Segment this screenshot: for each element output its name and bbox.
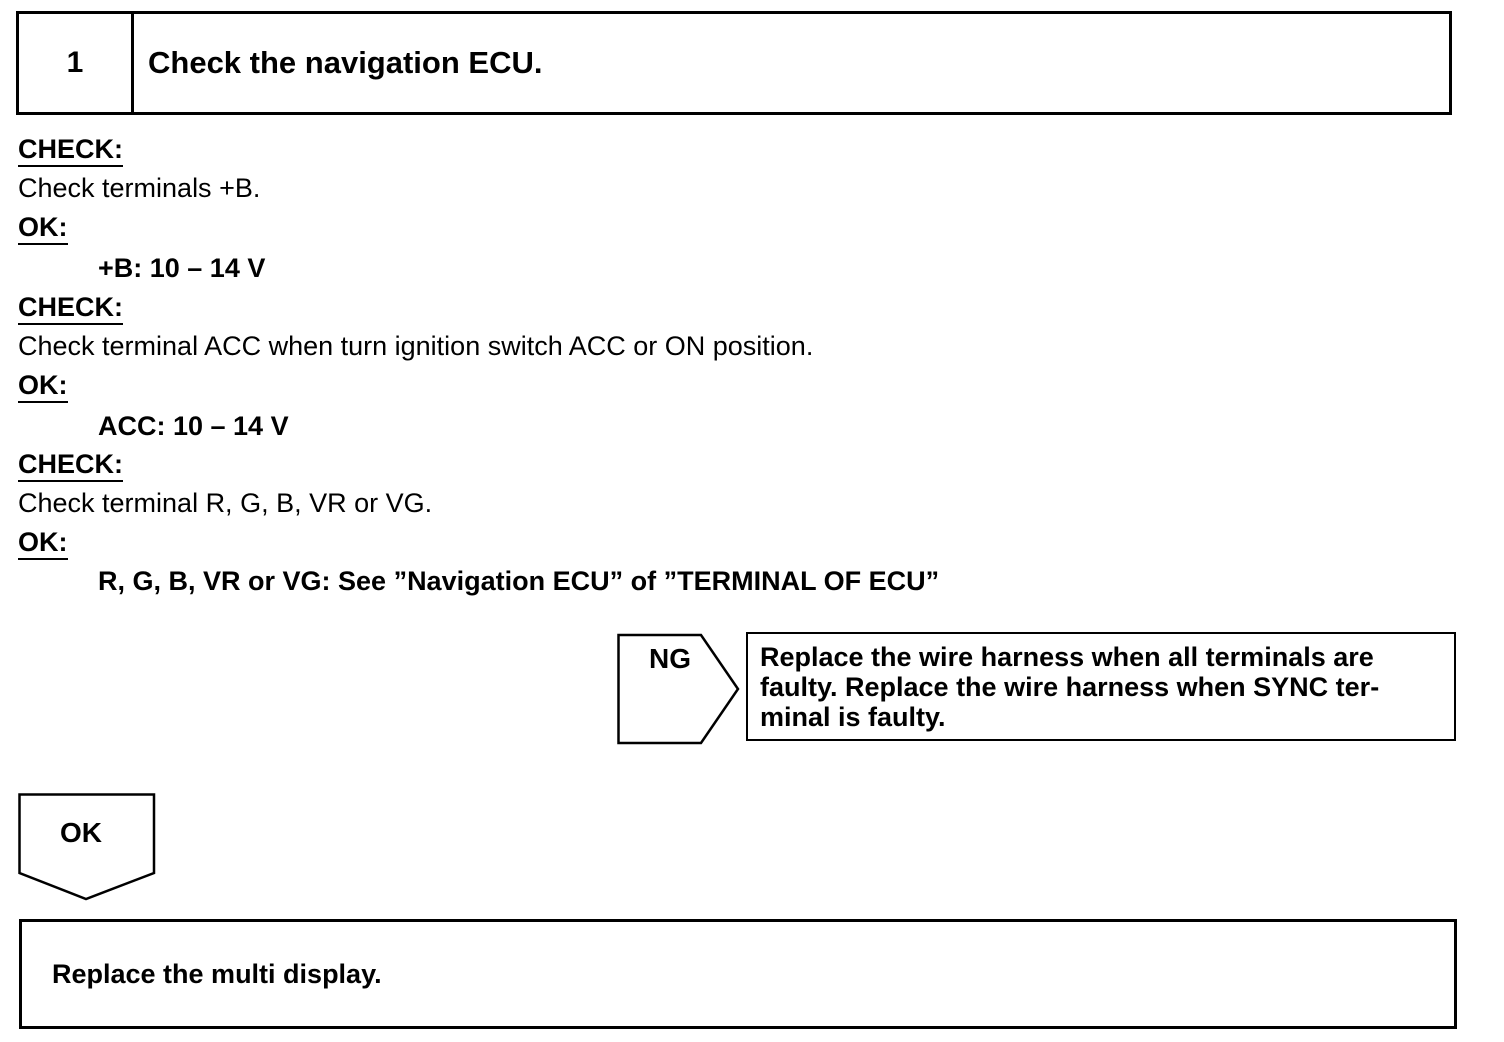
ng-result-box: Replace the wire harness when all termin… (746, 632, 1456, 741)
ng-arrow-box: NG (617, 633, 741, 745)
ng-result-line: Replace the wire harness when all termin… (760, 642, 1374, 672)
check-heading-3: CHECK: (18, 449, 123, 482)
check-heading-2: CHECK: (18, 292, 123, 325)
check-label: CHECK: (18, 449, 123, 482)
ok-arrow-box: OK (18, 793, 156, 903)
ok-label: OK: (18, 527, 68, 560)
ok-label: OK: (18, 212, 68, 245)
check-text-3: Check terminal R, G, B, VR or VG. (18, 488, 433, 518)
step-title: Check the navigation ECU. (148, 45, 543, 80)
ng-result-line: minal is faulty. (760, 702, 946, 732)
step-number: 1 (19, 14, 134, 112)
ok-result-text: Replace the multi display. (52, 958, 382, 989)
ok-branch-label: OK (60, 817, 102, 848)
ok-label: OK: (18, 370, 68, 403)
down-arrow-shape (18, 793, 156, 901)
ok-heading-3: OK: (18, 527, 68, 560)
check-label: CHECK: (18, 134, 123, 167)
spec-2: ACC: 10 – 14 V (98, 411, 289, 441)
right-arrow-shape (617, 633, 740, 745)
spec-3: R, G, B, VR or VG: See ”Navigation ECU” … (98, 566, 940, 596)
spec-1: +B: 10 – 14 V (98, 253, 266, 283)
check-text-2: Check terminal ACC when turn ignition sw… (18, 331, 814, 361)
check-heading-1: CHECK: (18, 134, 123, 167)
check-text-1: Check terminals +B. (18, 173, 261, 203)
ok-heading-2: OK: (18, 370, 68, 403)
step-header: 1 Check the navigation ECU. (16, 11, 1452, 115)
check-label: CHECK: (18, 292, 123, 325)
ok-result-box: Replace the multi display. (19, 919, 1457, 1029)
ok-heading-1: OK: (18, 212, 68, 245)
ng-result-line: faulty. Replace the wire harness when SY… (760, 672, 1380, 702)
ng-label: NG (649, 643, 691, 674)
